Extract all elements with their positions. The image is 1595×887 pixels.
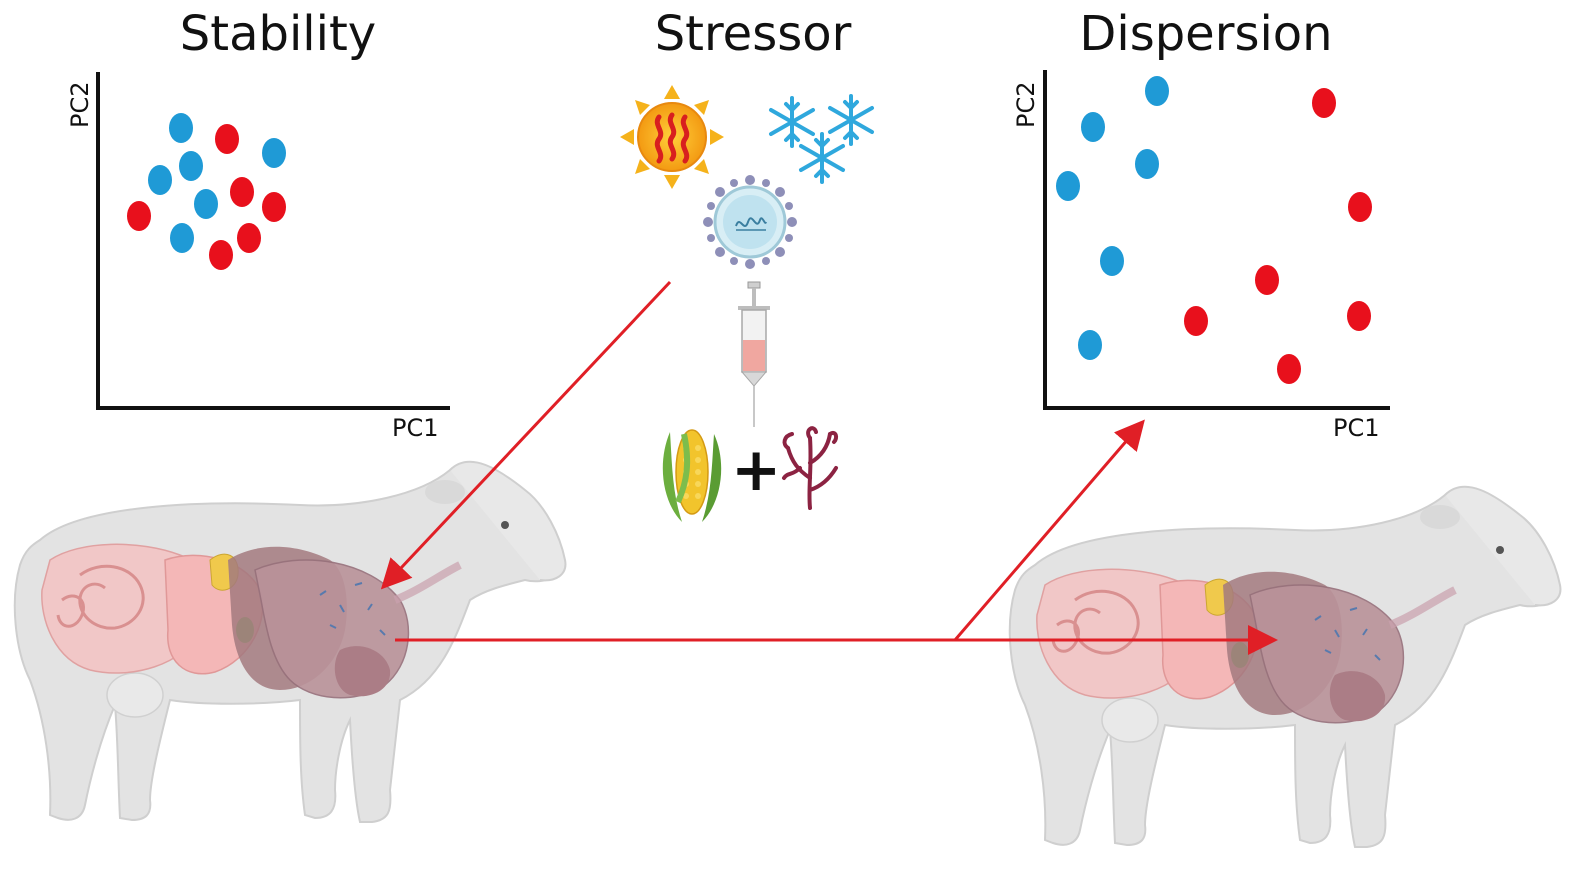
point-red [127,201,151,231]
right-plot-points [1056,76,1372,384]
point-blue [170,223,194,253]
point-blue [1081,112,1105,142]
point-red [215,124,239,154]
right-plot-x-label: PC1 [1333,414,1380,442]
point-red [1347,301,1371,331]
point-blue [1078,330,1102,360]
point-blue [1100,246,1124,276]
virus-icon [703,175,797,269]
point-blue [179,151,203,181]
title-dispersion: Dispersion [1079,6,1333,62]
left-plot-x-label: PC1 [392,414,439,442]
plus-sign: + [731,435,782,505]
corn-icon [662,429,722,522]
title-stability: Stability [179,6,377,62]
point-red [1348,192,1372,222]
point-red [209,240,233,270]
point-red [1184,306,1208,336]
plot-dispersion [1043,70,1390,410]
point-red [230,177,254,207]
cow-left-organs [41,543,462,699]
point-blue [194,189,218,219]
rumen-microbes-right [1314,607,1381,661]
point-blue [148,165,172,195]
point-red [1312,88,1336,118]
point-blue [1145,76,1169,106]
arrow-to-dispersion [953,419,1145,641]
title-stressor: Stressor [654,6,852,62]
cow-right [1008,485,1562,848]
rumen-microbes-left [319,582,386,636]
point-blue [262,138,286,168]
point-blue [169,113,193,143]
point-blue [1135,149,1159,179]
heat-sun-icon [620,85,724,189]
point-red [1255,265,1279,295]
point-red [237,223,261,253]
point-red [262,192,286,222]
seaweed-icon [782,426,839,510]
plot-stability [96,72,450,410]
point-blue [1056,171,1080,201]
arrow-stressor-to-rumen [380,280,672,590]
cow-left [13,460,567,823]
snowflakes-icon [769,94,874,184]
syringe-icon [738,281,770,427]
point-red [1277,354,1301,384]
left-plot-points [127,113,286,270]
arrows [380,280,1278,655]
